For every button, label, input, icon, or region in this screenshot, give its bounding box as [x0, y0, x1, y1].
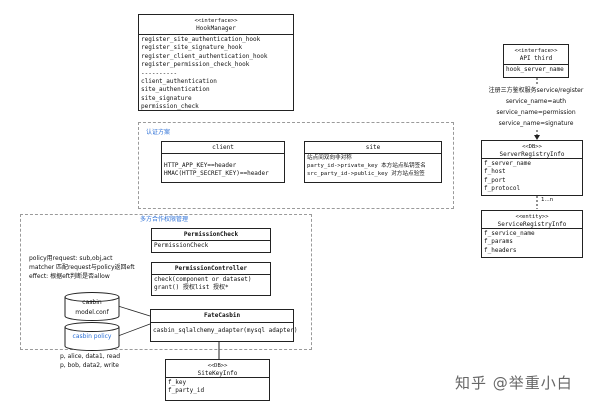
api-note: service_name=signature [498, 120, 574, 127]
client-title: client [162, 142, 284, 154]
client-row: HMAC(HTTP_SECRET_KEY)==header [164, 170, 269, 178]
site-key-info-box: <<DB>> SiteKeyInfo f_key f_party_id [165, 359, 270, 401]
site-key-field: f_party_id [168, 387, 205, 395]
auth-scheme-label: 认证方案 [146, 129, 171, 136]
permission-region-label: 多方合作权限管理 [140, 216, 189, 223]
permission-controller-row: grant() 授权list 授权* [154, 284, 229, 292]
server-registry-stereotype: <<DB>> [522, 144, 542, 150]
casbin-policy-label: casbin policy [72, 333, 112, 340]
site-box: site 站点间双向非对称 party_id->private_key 本方站点… [304, 141, 442, 183]
api-third-title: API third [519, 55, 553, 62]
casbin-to-fatecasbin-line [117, 305, 151, 317]
site-key-info-stereotype: <<DB>> [207, 363, 228, 369]
hook-item: permission_check [141, 103, 199, 111]
api-third-field: hook_server_name [506, 66, 564, 73]
hook-item: client_authentication [141, 78, 217, 86]
relation-label: 1...n [541, 197, 554, 203]
service-registry-title: ServiceRegistryInfo [497, 221, 567, 228]
policy-example: p, alice, data1, read [60, 353, 121, 360]
server-registry-box: <<DB>> ServerRegistryInfo f_server_name … [481, 140, 583, 196]
site-title: site [305, 142, 441, 154]
service-registry-field: f_service_name [484, 230, 535, 237]
hook-divider: ---------- [141, 69, 178, 77]
site-row: 站点间双向非对称 [307, 155, 352, 161]
site-key-info-title: SiteKeyInfo [197, 370, 238, 377]
api-register-notes: 注册三方鉴权服务service/register service_name=au… [484, 85, 588, 129]
client-row: HTTP_APP_KEY==header [164, 162, 237, 169]
site-key-field: f_key [168, 379, 187, 386]
casbin-model-cylinder [64, 292, 120, 321]
policy-to-fatecasbin-line [117, 323, 151, 337]
server-registry-field: f_server_name [484, 160, 531, 167]
policy-note: effect: 根据eft判断是否allow [29, 273, 110, 280]
server-registry-title: ServerRegistryInfo [499, 151, 565, 158]
permission-controller-box: PermissionController check(component or … [151, 262, 271, 296]
client-box: client HTTP_APP_KEY==header HMAC(HTTP_SE… [161, 141, 285, 183]
service-registry-field: f_headers [484, 246, 517, 254]
hook-item: site_authentication [141, 86, 210, 94]
hook-manager-title: HookManager [196, 25, 236, 32]
policy-example: p, bob, data2, write [60, 362, 119, 369]
site-row: src_party_id->public_key 对方站点验签 [307, 170, 425, 177]
fate-casbin-row: casbin_sqlalchemy_adapter(mysql adapter) [153, 327, 298, 334]
casbin-policy-cylinder [64, 322, 120, 351]
api-note: service_name=permission [496, 109, 576, 116]
hook-method: register_permission_check_hook [141, 61, 250, 69]
permission-check-title: PermissionCheck [152, 229, 270, 241]
server-registry-field: f_port [484, 176, 506, 184]
api-note: service_name=auth [505, 98, 567, 105]
server-registry-field: f_host [484, 168, 506, 176]
watermark: 知乎 @举重小白 [455, 374, 573, 392]
arrow-head-down [534, 135, 540, 140]
api-note: 注册三方鉴权服务service/register [488, 87, 584, 94]
service-registry-stereotype: <<entity>> [515, 214, 549, 220]
policy-note: matcher 匹配request与policy返回eft [29, 264, 135, 271]
service-registry-box: <<entity>> ServiceRegistryInfo f_service… [481, 210, 583, 258]
server-registry-field: f_protocol [484, 185, 521, 193]
policy-notes: policy用request: sub,obj,act matcher 匹配re… [29, 254, 135, 281]
fate-casbin-title: FateCasbin [151, 310, 293, 323]
hook-method: register_client_authentication_hook [141, 52, 268, 60]
service-registry-field: f_params [484, 238, 513, 246]
permission-check-box: PermissionCheck PermissionCheck [151, 228, 271, 253]
hook-method: register_site_authentication_hook [141, 36, 261, 43]
casbin-title: casbin [82, 299, 102, 306]
api-third-stereotype: <<interface>> [514, 48, 558, 54]
fate-casbin-box: FateCasbin casbin_sqlalchemy_adapter(mys… [150, 309, 298, 342]
permission-region [20, 214, 312, 350]
hook-manager-stereotype: <<interface>> [194, 18, 238, 24]
casbin-model-label: model.conf [75, 309, 109, 316]
permission-controller-row: check(component or dataset) [154, 276, 252, 283]
policy-note: policy用request: sub,obj,act [29, 255, 113, 262]
auth-scheme-region [138, 122, 454, 209]
hook-method: register_site_signature_hook [141, 44, 243, 52]
hook-item: site_signature [141, 94, 192, 102]
hook-manager-box: <<interface>> HookManager register_site_… [138, 14, 294, 111]
policy-examples: p, alice, data1, read p, bob, data2, wri… [60, 352, 120, 370]
site-row: party_id->private_key 本方站点私钥签名 [307, 162, 426, 169]
permission-controller-title: PermissionController [152, 263, 270, 275]
api-third-box: <<interface>> API third hook_server_name [503, 44, 569, 78]
permission-check-row: PermissionCheck [154, 242, 209, 249]
